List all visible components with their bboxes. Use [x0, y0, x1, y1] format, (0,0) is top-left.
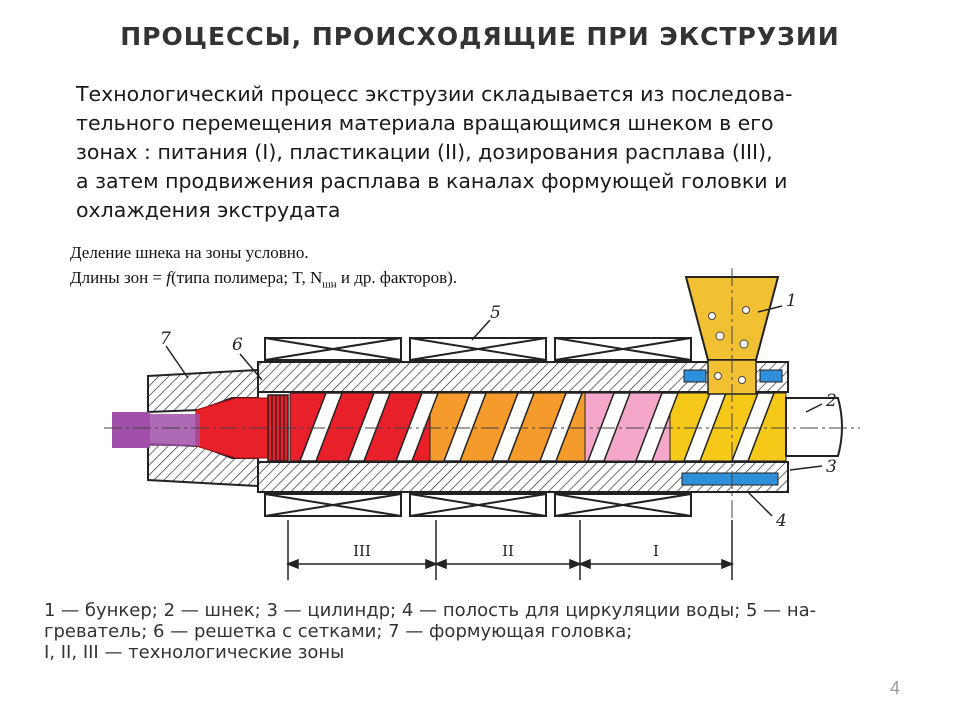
intro-line: зонах : питания (I), пластикации (II), д…	[76, 140, 773, 164]
zone-dimensions	[285, 520, 735, 580]
zone-label-i: I	[653, 542, 659, 560]
note-subscript: шн	[322, 278, 337, 291]
intro-paragraph: Технологический процесс экструзии склады…	[76, 80, 916, 225]
intro-line: тельного перемещения материала вращающим…	[76, 111, 774, 135]
zone-note-line-2: Длины зон = f(типа полимера; T, Nшн и др…	[70, 265, 457, 297]
note-function: f	[166, 268, 171, 287]
heater-bands	[264, 337, 692, 517]
slide-title: ПРОЦЕССЫ, ПРОИСХОДЯЩИЕ ПРИ ЭКСТРУЗИИ	[120, 22, 840, 51]
note-prefix: Длины зон =	[70, 268, 167, 287]
callout-6: 6	[232, 335, 243, 355]
intro-line: а затем продвижения расплава в каналах ф…	[76, 169, 788, 193]
legend-line: греватель; 6 — решетка с сетками; 7 — фо…	[44, 621, 633, 642]
legend-line: 1 — бункер; 2 — шнек; 3 — цилиндр; 4 — п…	[44, 600, 817, 621]
zone-label-iii: III	[353, 542, 371, 560]
intro-line: Технологический процесс экструзии склады…	[76, 82, 793, 106]
extruder-diagram: 1 2 3 4 5 6 7 III II I	[104, 268, 860, 580]
callout-4: 4	[775, 511, 787, 531]
leader-lines	[165, 305, 823, 517]
water-cavity	[681, 369, 783, 486]
screw-flights	[298, 392, 776, 462]
screw-shank	[785, 397, 843, 457]
extrudate-in-die	[148, 414, 200, 446]
legend-line: I, II, III — технологические зоны	[44, 642, 345, 663]
callout-2: 2	[825, 391, 837, 411]
extrudate	[112, 412, 150, 448]
callout-1: 1	[786, 291, 797, 311]
zone-note: Деление шнека на зоны условно. Длины зон…	[70, 240, 457, 297]
note-mid: (типа полимера; T, N	[170, 268, 323, 287]
callout-7: 7	[160, 329, 171, 349]
diagram-legend: 1 — бункер; 2 — шнек; 3 — цилиндр; 4 — п…	[44, 600, 816, 663]
callout-3: 3	[826, 457, 837, 477]
intro-line: охлаждения экструдата	[76, 198, 341, 222]
callout-5: 5	[490, 303, 501, 323]
zone-label-ii: II	[502, 542, 514, 560]
note-suffix: и др. факторов).	[336, 268, 458, 287]
page-number: 4	[889, 678, 900, 698]
zone-note-line-1: Деление шнека на зоны условно.	[70, 243, 309, 262]
